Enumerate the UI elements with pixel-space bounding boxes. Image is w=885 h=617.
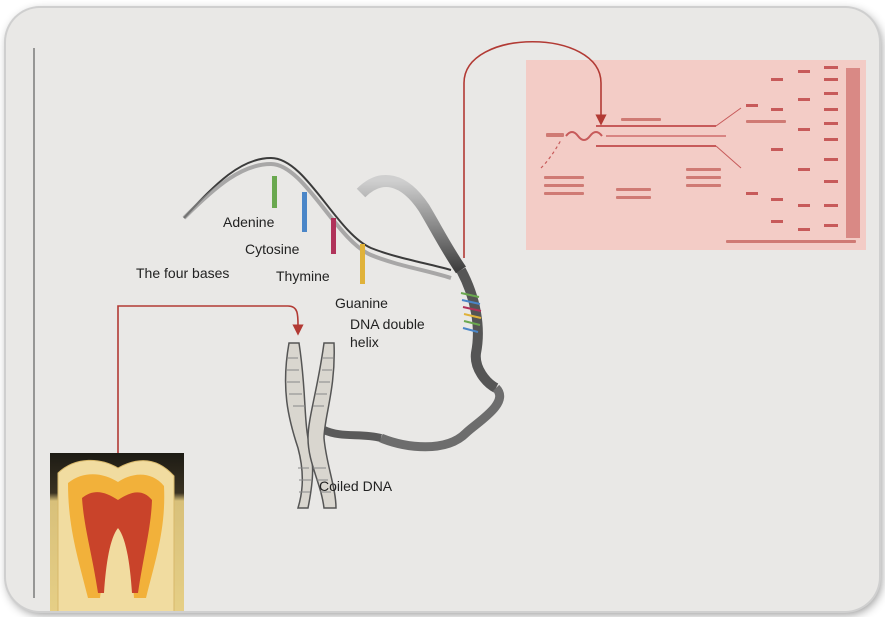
cytosine-label: Cytosine <box>245 241 300 257</box>
diagram-frame: Adenine Cytosine The four bases Thymine … <box>6 8 879 611</box>
tooth-illustration <box>50 453 184 611</box>
gel-panel-background <box>526 60 866 250</box>
adenine-label: Adenine <box>223 214 275 230</box>
double-helix-label-line1: DNA double <box>350 316 425 332</box>
cytosine-marker <box>302 192 307 232</box>
gel-panel <box>526 60 866 250</box>
dna-diagram: Adenine Cytosine The four bases Thymine … <box>6 8 879 611</box>
coiled-dna-label: Coiled DNA <box>319 478 393 494</box>
double-helix-label-line2: helix <box>350 334 379 350</box>
thymine-label: Thymine <box>276 268 330 284</box>
arrow-tooth-to-chromosome <box>118 306 298 463</box>
four-bases-label: The four bases <box>136 265 229 281</box>
guanine-marker <box>360 244 365 284</box>
thymine-marker <box>331 218 336 254</box>
guanine-label: Guanine <box>335 295 388 311</box>
adenine-marker <box>272 176 277 208</box>
